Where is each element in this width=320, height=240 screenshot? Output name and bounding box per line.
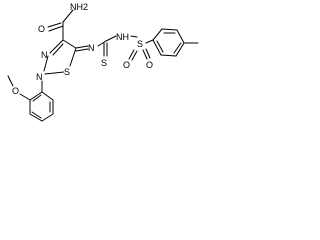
atom-label-nh2: NH2 [70, 2, 88, 12]
bond-aryl-3 [41, 113, 54, 122]
bond-aryl-o [19, 93, 31, 101]
bond-o-methyl [7, 75, 14, 87]
bond-sulfonyl-s-o-left [128, 49, 135, 60]
bond-n3-c4 [49, 39, 64, 54]
bond-aryl-inner-c [32, 94, 42, 102]
atom-label-ring-s: S [64, 67, 70, 77]
bond-c5-imine-n [75, 45, 89, 49]
bond-aryl-inner-b [31, 111, 42, 119]
bond-tolyl-inner-c [156, 40, 164, 53]
atom-label-methoxy-o: O [12, 86, 19, 96]
bond-c5-imine-n-double [75, 48, 89, 52]
atom-label-ring-n3: N [41, 50, 48, 60]
bond-tolyl-inner-b [173, 42, 182, 54]
bond-s-tolyl [145, 39, 154, 44]
bond-s1-n2 [44, 71, 65, 75]
bond-aryl-4 [29, 113, 43, 122]
bond-amide-c-o [47, 22, 62, 28]
bond-tolyl-2 [161, 28, 178, 31]
bond-tolyl-1 [152, 28, 163, 41]
chemical-structure-diagram: NH2 O N NH S O O S S N N O [7, 2, 199, 122]
bond-aryl-1 [41, 91, 54, 101]
bond-nh-sulfonyl-s [130, 35, 138, 38]
atom-label-ring-n2: N [36, 72, 43, 82]
bond-n2-n3 [43, 55, 49, 72]
bond-thiourea-c-nh [105, 35, 117, 42]
atom-label-sulfonyl-s: S [137, 39, 143, 49]
bond-imine-n-thiourea-c [97, 40, 107, 47]
bond-aryl-6 [29, 91, 43, 101]
bond-tolyl-4 [175, 42, 185, 57]
bond-amide-c-o-double [48, 25, 64, 32]
atom-label-thiocarbonyl-s: S [101, 58, 107, 68]
bond-amide-c-n [62, 9, 74, 23]
bond-n3-c4-double [52, 43, 64, 56]
atom-label-carbonyl-o: O [38, 24, 45, 34]
atom-label-sulfonamide-nh: NH [116, 32, 129, 42]
bond-c4-c5 [62, 39, 77, 49]
atom-label-sulfonyl-o-left: O [123, 60, 130, 70]
bond-sulfonyl-s-o-left-double [131, 50, 138, 61]
bond-sulfonyl-s-o-right-double [145, 48, 151, 59]
bond-tolyl-6 [152, 39, 162, 56]
bond-tolyl-5 [160, 54, 177, 57]
bond-sulfonyl-s-o-right [142, 49, 148, 60]
atom-label-sulfonyl-o-right: O [146, 60, 153, 70]
bond-c5-s1 [69, 47, 77, 67]
bond-tolyl-3 [176, 29, 185, 44]
atom-label-imine-n: N [88, 43, 95, 53]
